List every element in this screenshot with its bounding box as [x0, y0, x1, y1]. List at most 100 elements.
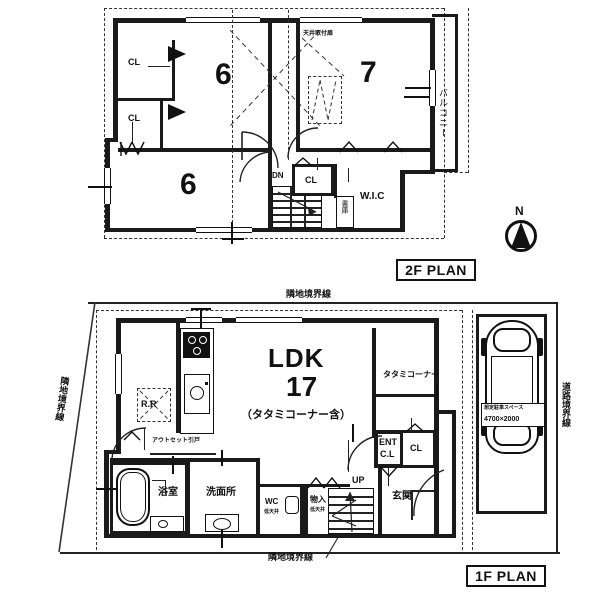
wall-entcl-box: [374, 430, 378, 468]
wall-2f-bottom: [105, 228, 405, 232]
ceiling-storage-outline: [308, 76, 342, 124]
stair-tread-v: [290, 187, 292, 227]
floor-2-plan: バルコニー 6 CL CL 7 天井取付扉: [0, 0, 600, 290]
stair-tread: [273, 207, 321, 209]
door-symbol-bedroom-7: [339, 140, 359, 153]
car-wheel-fr: [537, 338, 543, 356]
wall-entrance-left: [378, 468, 382, 534]
stair-direction-arrow-1f: [331, 491, 357, 533]
tick-washroom: [221, 450, 223, 466]
ent-cl-label: ENT: [379, 437, 397, 447]
burner-1: [188, 336, 196, 344]
door-arc-bedroom-bottom: [239, 151, 271, 183]
wall-storage-left: [304, 484, 308, 534]
ldk-label: LDK: [268, 343, 325, 373]
bedroom-right-size: 7: [360, 56, 377, 89]
boundary-line-left: [58, 301, 96, 553]
cl-sliding-door-glyphs: [168, 46, 186, 120]
window-1f-left: [115, 354, 122, 394]
boundary-line-right: [556, 302, 558, 552]
balcony-label: バルコニー: [437, 88, 447, 138]
balcony-dim-tick: [404, 96, 430, 98]
door-arc-bedroom-top: [241, 131, 279, 169]
wall-bedroom-top-right: [268, 22, 272, 152]
ceiling-door-leader: [301, 37, 345, 77]
tick-bath-left: [96, 488, 118, 490]
site-outline-bottom-2f: [104, 238, 444, 239]
site-outline-right-2f: [444, 8, 445, 238]
wall-2f-left-jog: [105, 138, 118, 142]
closet-hall-2f: [292, 164, 334, 196]
wall-washroom-right: [256, 462, 260, 534]
wall-cl-div: [118, 98, 175, 101]
tick-washroom-b: [221, 530, 223, 548]
site-outline-top-2f: [104, 8, 444, 9]
entrance-door-leaf: [411, 490, 413, 520]
wc-label: WC: [265, 497, 279, 506]
car-wheel-rl: [481, 418, 487, 436]
bookshelf-2f: [336, 196, 354, 228]
ceiling-storage-hatch: [311, 79, 337, 121]
bath-door-line-v: [165, 480, 167, 494]
wall-2f-left: [113, 18, 118, 138]
wic-label-2f: W.I.C: [360, 191, 385, 202]
wall-cl-top-right: [172, 40, 175, 98]
balcony-wall-top: [432, 14, 458, 17]
tick-1f-top-h: [191, 308, 211, 310]
boundary-bottom-label: 隣地境界線: [268, 553, 314, 563]
stair-tread: [273, 221, 321, 223]
balcony-wall-bottom: [432, 169, 458, 172]
entrance-door-arc: [413, 469, 445, 517]
ldk-hall-door-leaf: [348, 440, 350, 472]
wall-1f-right: [434, 318, 439, 538]
site-outline-left-2f: [104, 8, 105, 238]
entrance-step-line: [412, 490, 434, 492]
tick-bottom-2f: [231, 222, 233, 244]
door-symbol-storage: [307, 476, 341, 489]
door-glyph-left-2f: [119, 141, 145, 156]
parking-label: 想定駐車スペース: [484, 405, 524, 411]
door-leaf-entcl: [388, 466, 390, 486]
wall-2f-right-lower: [400, 170, 405, 232]
compass: N: [498, 205, 544, 265]
wall-wc-top: [260, 484, 304, 487]
stair-tread-1f: [329, 528, 373, 530]
cl-hall-label: CL: [305, 175, 317, 185]
bedroom-bottom-size: 6: [180, 168, 197, 201]
wall-wc-right: [300, 484, 304, 534]
entrance-label: 玄関: [392, 491, 412, 502]
stair-leader-line: [325, 534, 341, 559]
cl-top-left-label: CL: [128, 57, 140, 67]
bath-label: 浴室: [158, 487, 178, 498]
plan-tag-2f: 2F PLAN: [396, 259, 476, 281]
tick-tatami: [436, 384, 438, 400]
cl-door-arrow-2: [132, 122, 134, 144]
tatami-corner-label: タタミコーナー: [383, 370, 439, 379]
wall-wic-left: [334, 164, 337, 198]
balcony-wall-outer: [455, 14, 458, 172]
stair-tread-v: [304, 187, 306, 227]
compass-needle: [511, 222, 531, 248]
parking-frame-right: [544, 314, 547, 514]
compass-north-label: N: [515, 204, 524, 218]
door-leaf-washroom: [144, 428, 146, 450]
burner-2: [199, 336, 207, 344]
refrigerator-label: R.R: [141, 399, 157, 409]
wall-kitchen-left: [176, 323, 180, 433]
sink-basin: [190, 386, 204, 400]
window-7-tick: [405, 87, 431, 89]
bath-door-line: [152, 480, 166, 482]
door-symbol-cl-1f: [405, 423, 425, 433]
ldk-note: （タタミコーナー含）: [241, 408, 351, 421]
tick-1f-top: [200, 310, 202, 328]
floor-1-plan: 隣地境界線 隣地境界線 隣地境界線 道路境界線 LDK 17 （タタミコーナー含…: [0, 290, 600, 600]
door-arc-washroom: [111, 427, 147, 459]
burner-3: [193, 347, 201, 355]
boundary-line-bottom: [60, 552, 560, 554]
cl-door-arrow-1: [148, 66, 170, 68]
parking-line-left: [472, 310, 473, 550]
ent-cl-sublabel: C.L: [380, 449, 395, 459]
plan-tag-1f: 1F PLAN: [466, 565, 546, 587]
stair-down-label: DN: [272, 171, 284, 180]
wall-washroom-top: [110, 458, 260, 462]
